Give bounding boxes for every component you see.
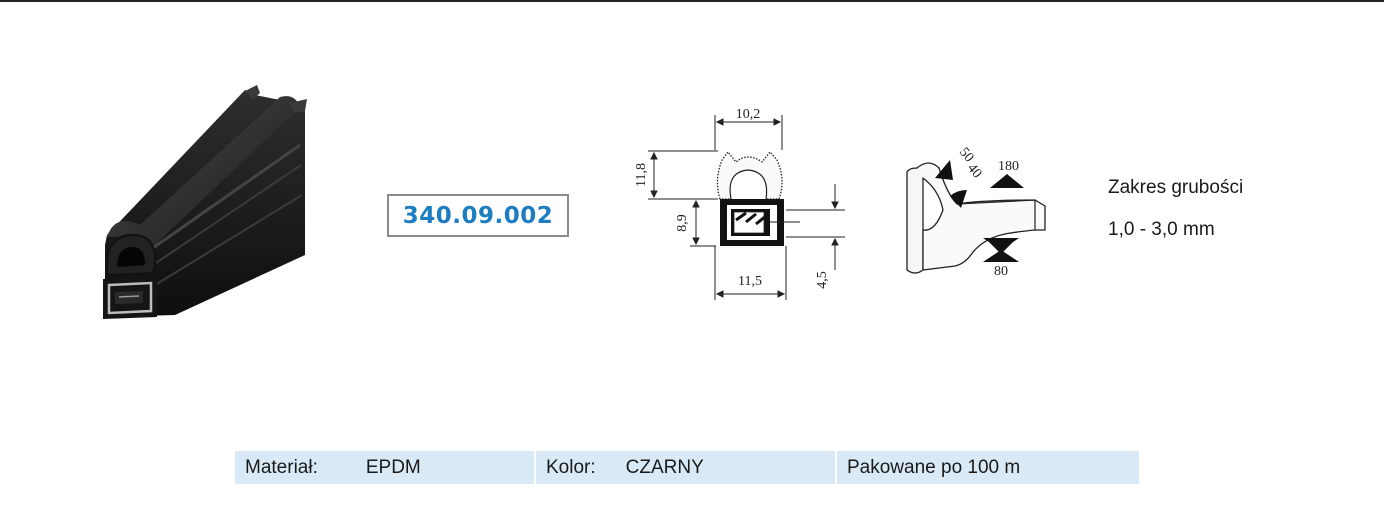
spec-cell-packaging: Pakowane po 100 m bbox=[837, 451, 1139, 484]
product-code: 340.09.002 bbox=[387, 194, 569, 237]
spec-cell-material: Materiał: EPDM bbox=[235, 451, 534, 484]
value-40: 40 bbox=[964, 161, 984, 181]
packaging-text: Pakowane po 100 m bbox=[847, 456, 1021, 478]
spec-table: Materiał: EPDM Kolor: CZARNY Pakowane po… bbox=[235, 451, 1139, 484]
color-label: Kolor: bbox=[546, 456, 596, 478]
color-value: CZARNY bbox=[625, 456, 704, 478]
material-value: EPDM bbox=[365, 456, 421, 478]
thickness-range-value: 1,0 - 3,0 mm bbox=[1108, 219, 1215, 240]
value-80: 80 bbox=[994, 264, 1008, 279]
cross-section-drawing: 10,2 11,8 8,9 11,5 4,5 bbox=[634, 107, 845, 300]
dim-top-width: 10,2 bbox=[736, 107, 761, 122]
material-label: Materiał: bbox=[245, 456, 318, 478]
product-photo bbox=[103, 85, 307, 319]
dim-inner-height: 8,9 bbox=[675, 214, 690, 232]
dim-bottom-width: 11,5 bbox=[738, 274, 762, 289]
top-rule bbox=[0, 0, 1384, 2]
value-180: 180 bbox=[998, 159, 1019, 174]
spec-cell-color: Kolor: CZARNY bbox=[536, 451, 835, 484]
thickness-range-label: Zakres grubości bbox=[1108, 177, 1244, 198]
dim-side-height: 4,5 bbox=[815, 271, 830, 289]
clamp-force-diagram: 50 40 180 80 bbox=[906, 145, 1046, 279]
dim-total-height: 11,8 bbox=[634, 163, 649, 187]
